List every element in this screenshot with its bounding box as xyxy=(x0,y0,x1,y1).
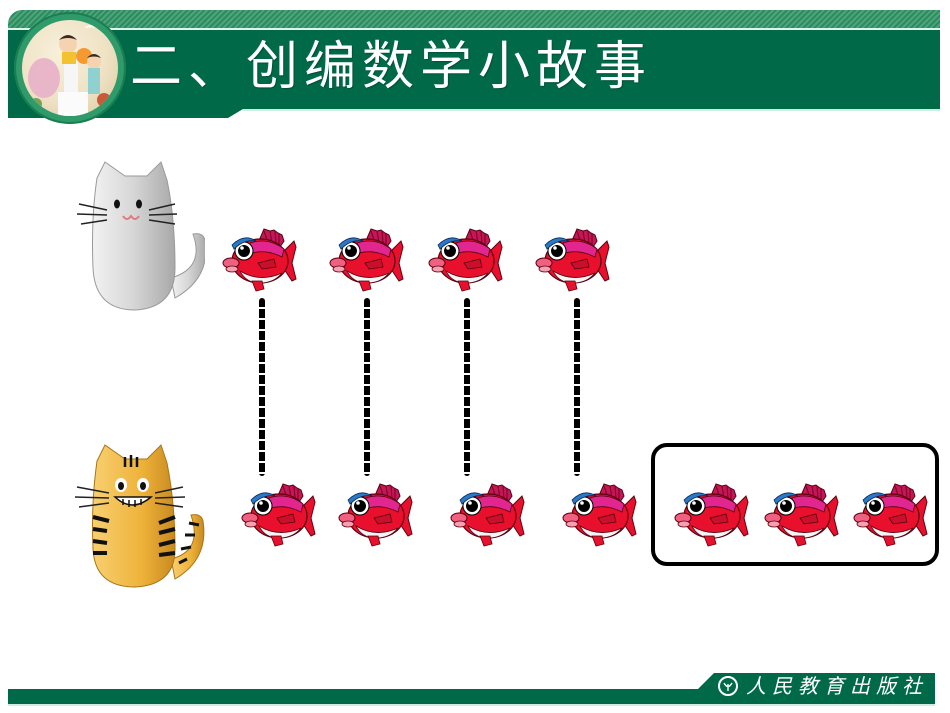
white-cat-icon xyxy=(75,158,207,318)
pep-logo-icon xyxy=(718,676,738,696)
header-stripe xyxy=(8,10,940,28)
fish-icon xyxy=(338,483,413,547)
header-bar xyxy=(8,30,940,118)
tiger-cat-icon xyxy=(74,443,205,603)
publisher-name: 人民教育出版社 xyxy=(746,674,928,698)
fish-icon xyxy=(853,483,928,547)
dotted-connector xyxy=(464,298,470,476)
fish-icon xyxy=(562,483,637,547)
fish-icon xyxy=(674,483,749,547)
footer-edge xyxy=(8,704,935,706)
fish-icon xyxy=(535,228,610,292)
fish-icon xyxy=(329,228,404,292)
header-bar-edge xyxy=(243,109,940,111)
fish-icon xyxy=(450,483,525,547)
children-illustration-icon xyxy=(22,20,118,116)
fish-icon xyxy=(222,228,297,292)
fish-icon xyxy=(428,228,503,292)
dotted-connector xyxy=(259,298,265,476)
fish-icon xyxy=(241,483,316,547)
extra-fish-group xyxy=(651,443,939,566)
header-divider xyxy=(8,28,940,30)
page-title: 二、创编数学小故事 xyxy=(130,37,653,97)
dotted-connector xyxy=(364,298,370,476)
fish-icon xyxy=(764,483,839,547)
dotted-connector xyxy=(574,298,580,476)
